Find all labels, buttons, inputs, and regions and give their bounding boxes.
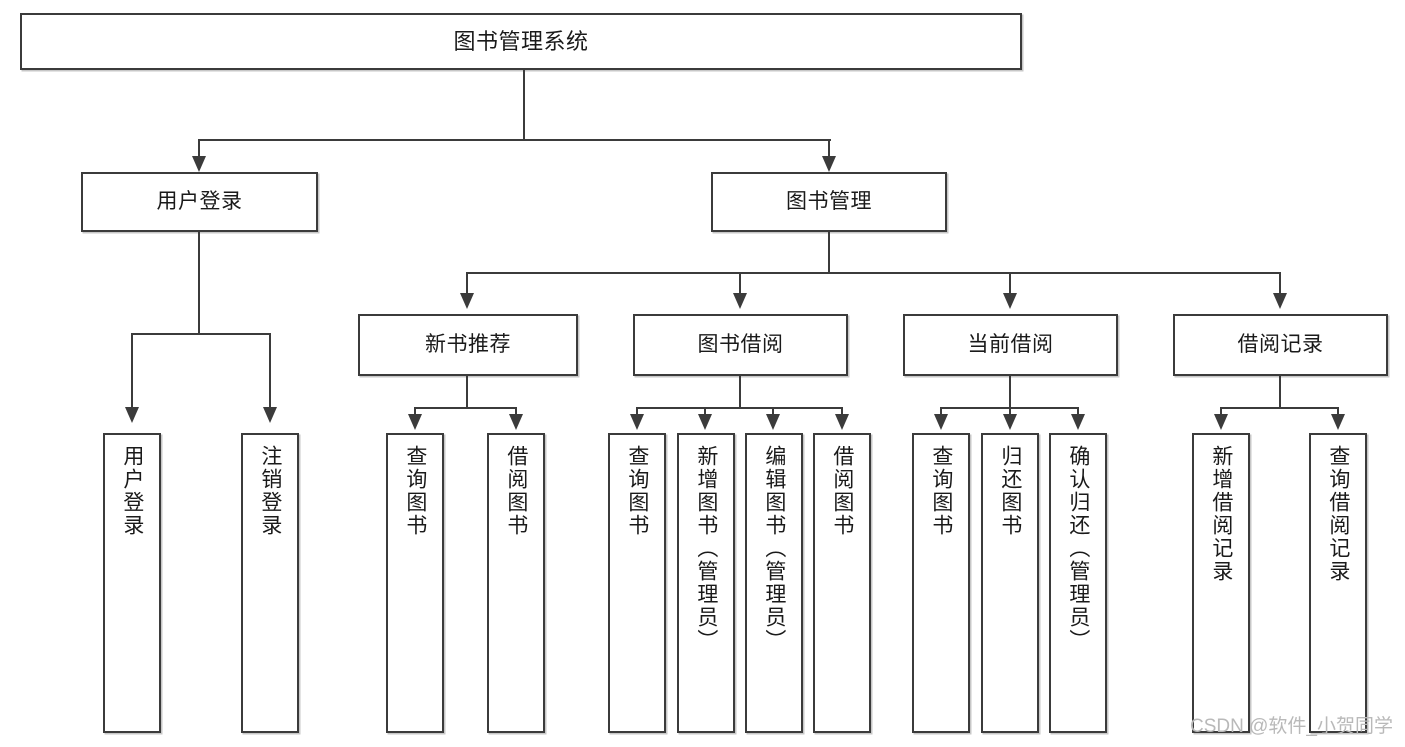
arrow-user-login-to-leaf-2: [263, 407, 277, 423]
arrow-borrow-to-leaf-4: [835, 414, 849, 430]
connector-newbook-stem: [466, 376, 468, 409]
node-new-book-recommend[interactable]: 新书推荐: [358, 314, 578, 376]
leaf-confirm-return-admin-label: 确认归还（管理员）: [1066, 445, 1090, 652]
arrow-newbook-to-leaf-2: [509, 414, 523, 430]
csdn-watermark: CSDN @软件_小贺同学: [1190, 716, 1393, 737]
connector-book-mgmt-to-newbook: [466, 272, 468, 297]
leaf-borrow-book-borrow[interactable]: 借阅图书: [813, 433, 871, 733]
arrow-root-to-book-mgmt: [822, 156, 836, 172]
node-user-login[interactable]: 用户登录: [81, 172, 318, 232]
connector-newbook-to-leaf-1: [414, 407, 416, 419]
arrow-root-to-user-login: [192, 156, 206, 172]
leaf-logout[interactable]: 注销登录: [241, 433, 299, 733]
leaf-query-borrow-record[interactable]: 查询借阅记录: [1309, 433, 1367, 733]
leaf-query-book-newbook[interactable]: 查询图书: [386, 433, 444, 733]
node-borrow-record[interactable]: 借阅记录: [1173, 314, 1388, 376]
connector-book-mgmt-to-borrow: [739, 272, 741, 297]
connector-record-to-leaf-1: [1220, 407, 1222, 419]
connector-record-to-leaf-2: [1337, 407, 1339, 419]
arrow-current-to-leaf-3: [1071, 414, 1085, 430]
connector-current-to-leaf-1: [940, 407, 942, 419]
connector-borrow-to-leaf-2: [704, 407, 706, 419]
node-current-borrow-label: 当前借阅: [967, 332, 1054, 356]
leaf-borrow-book-borrow-label: 借阅图书: [830, 445, 854, 537]
arrow-record-to-leaf-1: [1214, 414, 1228, 430]
leaf-query-book-borrow[interactable]: 查询图书: [608, 433, 666, 733]
arrow-book-mgmt-to-current: [1003, 293, 1017, 309]
connector-user-login-bus: [132, 333, 270, 335]
arrow-book-mgmt-to-record: [1273, 293, 1287, 309]
leaf-user-login[interactable]: 用户登录: [103, 433, 161, 733]
node-book-management-label: 图书管理: [786, 189, 872, 213]
connector-current-to-leaf-3: [1077, 407, 1079, 419]
connector-root-bus: [199, 139, 831, 141]
connector-book-mgmt-bus: [467, 272, 1281, 274]
leaf-add-book-admin[interactable]: 新增图书（管理员）: [677, 433, 735, 733]
arrow-user-login-to-leaf-1: [125, 407, 139, 423]
leaf-return-book-label: 归还图书: [998, 445, 1022, 537]
arrow-current-to-leaf-2: [1003, 414, 1017, 430]
node-book-borrow[interactable]: 图书借阅: [633, 314, 848, 376]
connector-current-stem: [1009, 376, 1011, 409]
leaf-borrow-book-newbook-label: 借阅图书: [504, 445, 528, 537]
connector-user-login-stem: [198, 232, 200, 334]
node-book-borrow-label: 图书借阅: [697, 332, 784, 356]
arrow-borrow-to-leaf-1: [630, 414, 644, 430]
connector-borrow-to-leaf-4: [841, 407, 843, 419]
node-borrow-record-label: 借阅记录: [1237, 332, 1324, 356]
connector-root-to-book-mgmt: [828, 139, 830, 161]
leaf-edit-book-admin-label: 编辑图书（管理员）: [762, 445, 786, 652]
leaf-query-book-current-label: 查询图书: [929, 445, 953, 537]
connector-user-login-to-leaf-1: [131, 333, 133, 411]
leaf-edit-book-admin[interactable]: 编辑图书（管理员）: [745, 433, 803, 733]
connector-record-bus: [1221, 407, 1339, 409]
leaf-query-book-current[interactable]: 查询图书: [912, 433, 970, 733]
connector-root-stem: [523, 70, 525, 140]
connector-root-to-user-login: [198, 139, 200, 161]
connector-record-stem: [1279, 376, 1281, 409]
leaf-add-borrow-record[interactable]: 新增借阅记录: [1192, 433, 1250, 733]
connector-book-mgmt-stem: [828, 232, 830, 274]
leaf-borrow-book-newbook[interactable]: 借阅图书: [487, 433, 545, 733]
arrow-book-mgmt-to-borrow: [733, 293, 747, 309]
node-book-management[interactable]: 图书管理: [711, 172, 947, 232]
connector-current-to-leaf-2: [1009, 407, 1011, 419]
connector-borrow-bus: [637, 407, 843, 409]
connector-newbook-to-leaf-2: [515, 407, 517, 419]
node-user-login-label: 用户登录: [156, 189, 243, 213]
arrow-book-mgmt-to-newbook: [460, 293, 474, 309]
leaf-return-book[interactable]: 归还图书: [981, 433, 1039, 733]
connector-borrow-to-leaf-3: [772, 407, 774, 419]
node-root[interactable]: 图书管理系统: [20, 13, 1022, 70]
connector-newbook-bus: [415, 407, 517, 409]
connector-book-mgmt-to-record: [1279, 272, 1281, 297]
leaf-query-borrow-record-label: 查询借阅记录: [1326, 445, 1350, 583]
leaf-add-book-admin-label: 新增图书（管理员）: [694, 445, 718, 652]
leaf-add-borrow-record-label: 新增借阅记录: [1209, 445, 1233, 583]
node-new-book-recommend-label: 新书推荐: [425, 332, 511, 356]
arrow-newbook-to-leaf-1: [408, 414, 422, 430]
connector-borrow-stem: [739, 376, 741, 409]
connector-borrow-to-leaf-1: [636, 407, 638, 419]
arrow-borrow-to-leaf-2: [698, 414, 712, 430]
arrow-current-to-leaf-1: [934, 414, 948, 430]
leaf-query-book-borrow-label: 查询图书: [625, 445, 649, 537]
leaf-logout-label: 注销登录: [258, 445, 282, 537]
node-current-borrow[interactable]: 当前借阅: [903, 314, 1118, 376]
leaf-query-book-newbook-label: 查询图书: [403, 445, 427, 537]
arrow-borrow-to-leaf-3: [766, 414, 780, 430]
arrow-record-to-leaf-2: [1331, 414, 1345, 430]
leaf-confirm-return-admin[interactable]: 确认归还（管理员）: [1049, 433, 1107, 733]
leaf-user-login-label: 用户登录: [120, 445, 144, 537]
connector-book-mgmt-to-current: [1009, 272, 1011, 297]
node-root-label: 图书管理系统: [453, 28, 589, 54]
connector-user-login-to-leaf-2: [269, 333, 271, 411]
